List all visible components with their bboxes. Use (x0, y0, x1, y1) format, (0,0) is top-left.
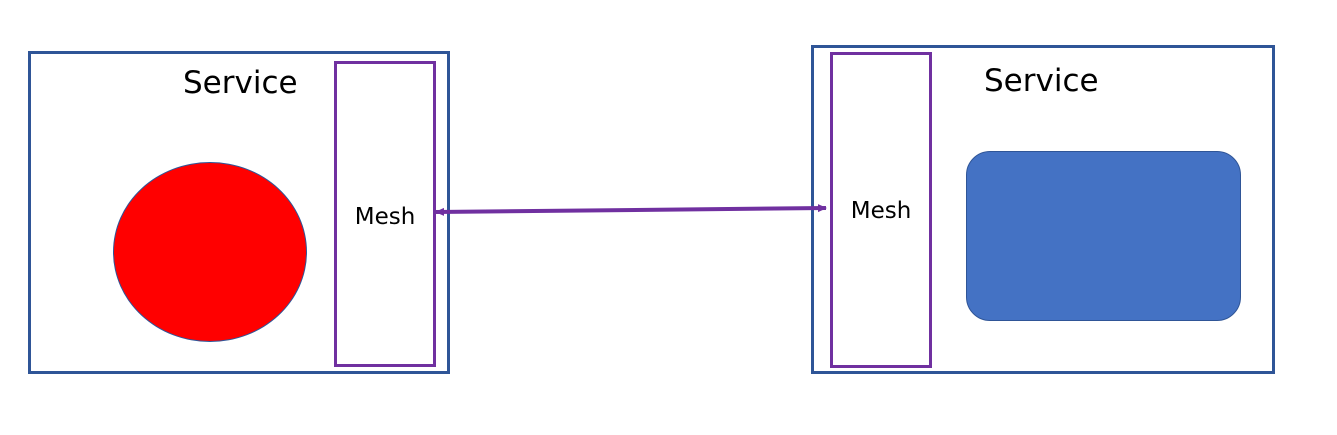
blue-rounded-rectangle-shape (966, 151, 1241, 321)
left-mesh-label: Mesh (354, 204, 416, 230)
right-service-title: Service (984, 63, 1099, 99)
left-mesh-box: Mesh (334, 61, 436, 367)
right-service-box: Service Mesh (811, 45, 1275, 374)
red-circle-shape (113, 162, 307, 342)
left-service-box: Service Mesh (28, 51, 450, 374)
left-service-title: Service (183, 65, 298, 101)
right-mesh-label: Mesh (850, 198, 912, 224)
right-mesh-box: Mesh (830, 52, 932, 368)
connector-line (435, 204, 827, 216)
